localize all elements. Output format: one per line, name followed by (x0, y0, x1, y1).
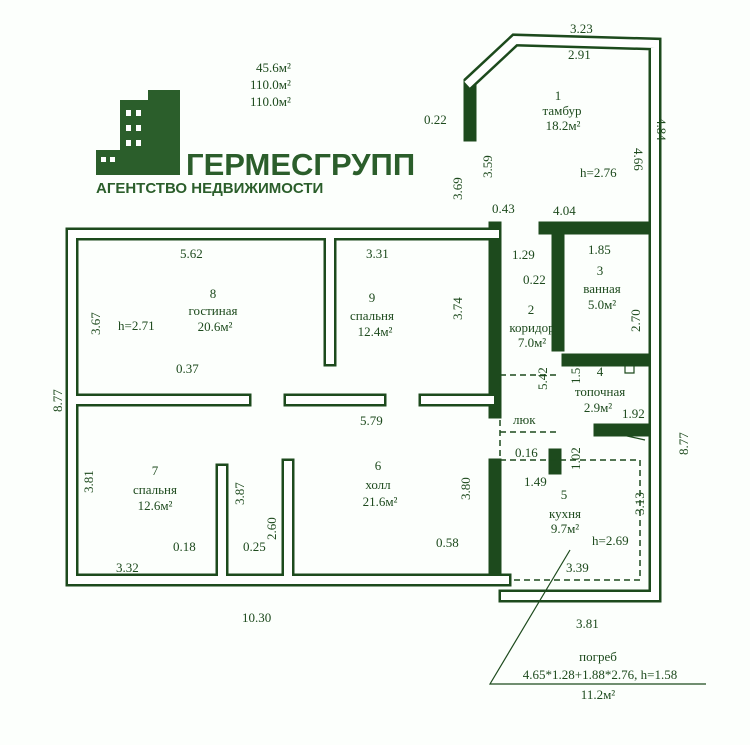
plan-label: 2.9м² (584, 400, 612, 415)
plan-label: h=2.76 (580, 165, 617, 180)
plan-label: топочная (575, 384, 625, 399)
room-1-label: 1 тамбур 18.2м² h=2.76 (543, 88, 618, 180)
plan-label: 3.87 (232, 482, 247, 505)
living-area: 45.6м² (256, 60, 291, 75)
plan-label: 1.85 (588, 242, 611, 257)
logo-tagline: АГЕНТСТВО НЕДВИЖИМОСТИ (96, 180, 323, 197)
plan-label: 2.91 (568, 47, 591, 62)
plan-label: 0.16 (515, 445, 538, 460)
plan-label: 7 (152, 463, 159, 478)
plan-label: 3.59 (480, 155, 495, 178)
plan-label: 8 (210, 286, 217, 301)
plan-label: 7.0м² (518, 335, 546, 350)
plan-label: 3.39 (566, 560, 589, 575)
plan-label: 3.69 (450, 177, 465, 200)
plan-label: 3.81 (81, 470, 96, 493)
plan-label: 0.43 (492, 201, 515, 216)
plan-label: 1 (555, 88, 562, 103)
plan-label: 3.80 (458, 477, 473, 500)
room-6-label: 6 холл 21.6м² (363, 458, 398, 509)
cellar-formula: 4.65*1.28+1.88*2.76, h=1.58 (523, 667, 677, 682)
plan-label: 4.66 (631, 148, 646, 171)
plan-label: 2.60 (264, 517, 279, 540)
dimension-labels: 3.23 2.91 4.66 4.84 0.22 3.59 3.69 0.43 … (50, 21, 691, 631)
plan-label: спальня (133, 482, 177, 497)
plan-label: 1.92 (622, 406, 645, 421)
room-2-label: 2 коридор 7.0м² (509, 302, 554, 350)
plan-label: 9.7м² (551, 521, 579, 536)
walls (65, 33, 662, 603)
plan-label: холл (365, 477, 391, 492)
plan-label: 2 (528, 302, 535, 317)
plan-label: 3.13 (632, 492, 647, 515)
plan-label: 1.51 (568, 361, 583, 384)
plan-label: 5 (561, 487, 568, 502)
plan-label: 3.74 (450, 297, 465, 320)
cellar-callout: погреб 4.65*1.28+1.88*2.76, h=1.58 11.2м… (488, 549, 706, 702)
plan-label: гостиная (189, 303, 238, 318)
plan-label: 12.6м² (138, 498, 173, 513)
plan-label: h=2.69 (592, 533, 629, 548)
plan-label: 6 (375, 458, 382, 473)
plan-label: 3.67 (88, 312, 103, 335)
plan-label: тамбур (543, 103, 582, 118)
logo-name: ГЕРМЕСГРУПП (186, 147, 415, 182)
plan-label: ванная (583, 281, 620, 296)
plan-label: 3.32 (116, 560, 139, 575)
plan-label: 5.42 (535, 367, 550, 390)
room-5-label: 5 кухня 9.7м² h=2.69 (549, 487, 629, 548)
plan-label: 5.62 (180, 246, 203, 261)
room-3-label: 3 ванная 5.0м² (583, 263, 620, 312)
plan-label: 1.02 (568, 447, 583, 470)
plan-label: спальня (350, 308, 394, 323)
plan-label: 21.6м² (363, 494, 398, 509)
plan-label: 0.37 (176, 361, 199, 376)
room-4-label: 4 топочная 2.9м² (575, 364, 625, 415)
cellar-area: 11.2м² (581, 687, 615, 702)
plan-label: 10.30 (242, 610, 271, 625)
cellar-name: погреб (579, 649, 617, 664)
room-9-label: 9 спальня 12.4м² (350, 290, 394, 339)
plan-label: 0.58 (436, 535, 459, 550)
plan-label: 18.2м² (546, 118, 581, 133)
plan-label: 0.18 (173, 539, 196, 554)
plan-label: 20.6м² (198, 319, 233, 334)
plan-label: 12.4м² (358, 324, 393, 339)
plan-label: 8.77 (676, 432, 691, 455)
plan-label: 3.81 (576, 616, 599, 631)
room-8-label: 8 гостиная 20.6м² h=2.71 (118, 286, 237, 334)
plan-label: 5.0м² (588, 297, 616, 312)
plan-label: 4.04 (553, 203, 576, 218)
plan-label: 0.22 (523, 272, 546, 287)
plan-label: 8.77 (50, 389, 65, 412)
total-area: 110.0м² (250, 77, 291, 92)
plan-label: коридор (509, 320, 554, 335)
plan-label: h=2.71 (118, 318, 155, 333)
plan-label: 5.79 (360, 413, 383, 428)
plan-label: 2.70 (628, 309, 643, 332)
hatch-label: люк (513, 412, 536, 427)
plan-label: 3.23 (570, 21, 593, 36)
plan-label: 0.25 (243, 539, 266, 554)
plan-label: 3 (597, 263, 604, 278)
plan-label: 0.22 (424, 112, 447, 127)
plan-label: 4 (597, 364, 604, 379)
plan-label: 9 (369, 290, 376, 305)
plan-label: 3.31 (366, 246, 389, 261)
room-7-label: 7 спальня 12.6м² (133, 463, 177, 513)
overall-area: 110.0м² (250, 94, 291, 109)
plan-label: 1.49 (524, 474, 547, 489)
plan-label: 1.29 (512, 247, 535, 262)
plan-label: кухня (549, 506, 581, 521)
plan-label: 4.84 (654, 118, 669, 141)
company-logo: ГЕРМЕСГРУПП АГЕНТСТВО НЕДВИЖИМОСТИ (96, 90, 415, 197)
